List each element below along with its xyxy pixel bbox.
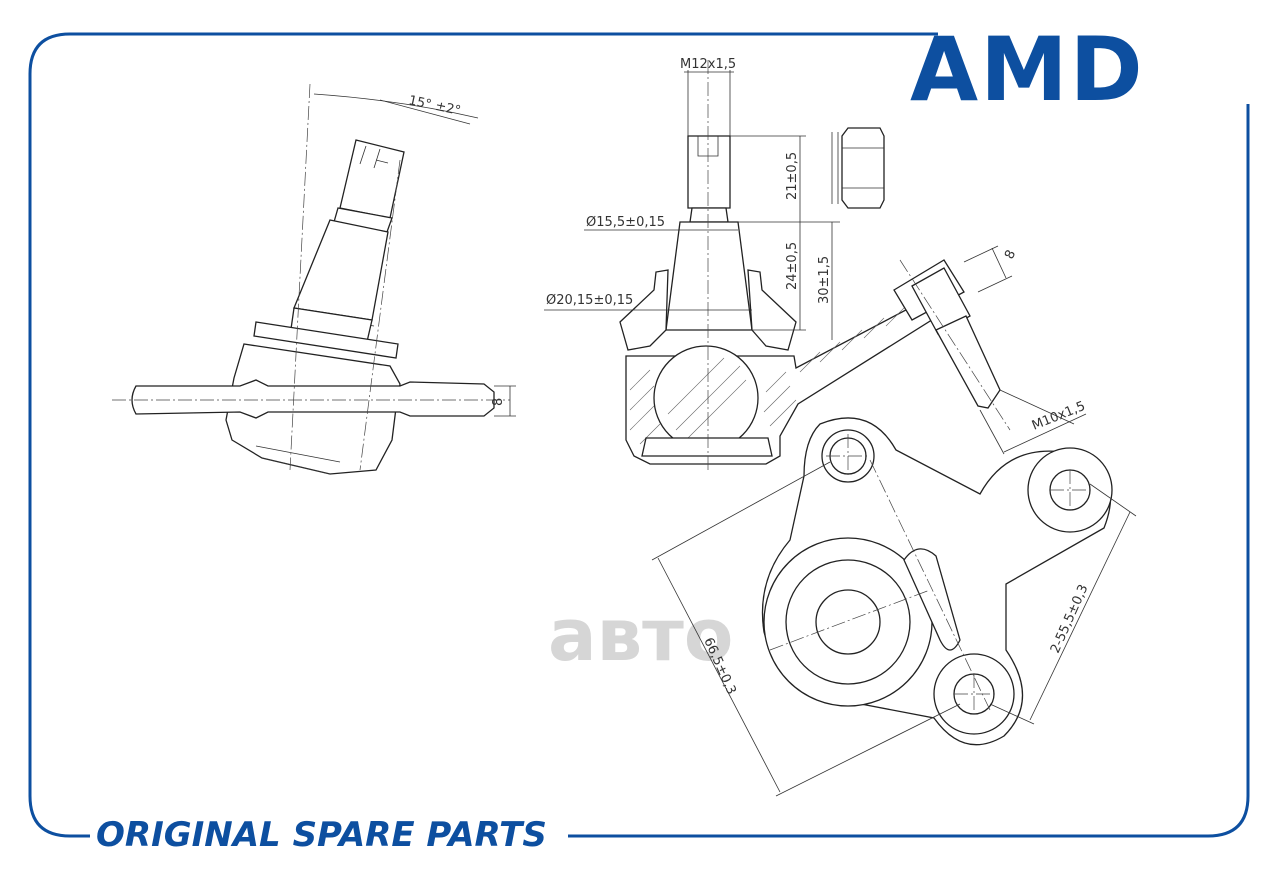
watermark: авто [548,593,733,677]
footer-tagline: ORIGINAL SPARE PARTS [96,815,547,855]
dim-diameter-20: Ø20,15±0,15 [546,293,633,308]
amd-logo: AMD [910,18,1145,121]
dim-length-21: 21±0,5 [785,152,800,200]
blue-frame [28,32,1250,838]
side-stud: 8 M10x1,5 [893,245,1088,455]
nut [831,127,885,209]
dim-diameter-15: Ø15,5±0,15 [586,215,665,230]
dim-length-8: 8 [1002,248,1019,262]
logo-text: AMD [910,18,1145,121]
dim-thread-top: M12x1,5 [680,57,736,72]
dim-length-24: 24±0,5 [785,242,800,290]
side-view: 15° ±2° 8 [112,83,516,475]
dim-thread-bottom: M10x1,5 [1030,399,1088,434]
dim-hole-55: 2-55,5±0,3 [1048,582,1092,655]
dim-length-30: 30±1,5 [817,256,832,304]
dim-angle: 15° ±2° [407,93,462,119]
dim-side-8: 8 [491,398,506,406]
section-view: M12x1,5 Ø15,5±0,15 Ø20,15±0,15 21±0,5 24… [544,57,956,470]
